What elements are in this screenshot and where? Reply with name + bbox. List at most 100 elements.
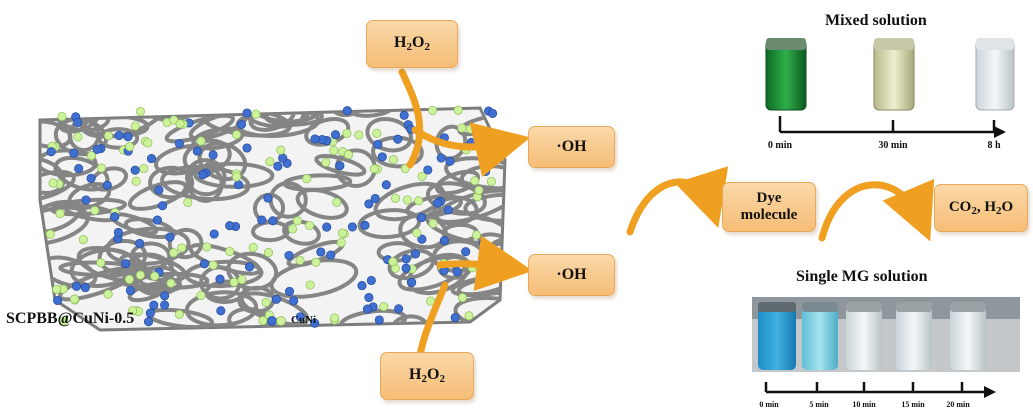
cuni-particle bbox=[192, 146, 202, 156]
cuni-particle bbox=[428, 218, 438, 229]
cuni-particle bbox=[302, 174, 312, 184]
cuni-particle bbox=[263, 193, 273, 203]
cuni-particle bbox=[59, 316, 69, 326]
cuni-particle bbox=[103, 289, 113, 299]
cuni-particle bbox=[470, 176, 480, 186]
cuni-particle bbox=[225, 246, 235, 256]
cuni-particle bbox=[445, 156, 455, 166]
cuni-particle bbox=[407, 277, 417, 287]
mixed-tick-2: 8 h bbox=[987, 140, 1001, 151]
cuni-particle bbox=[149, 300, 159, 310]
h2o2-box-top: H2O2 bbox=[366, 20, 458, 68]
legend-label: CuNi bbox=[291, 314, 317, 326]
cuni-particle bbox=[453, 105, 463, 115]
cuni-particle bbox=[401, 263, 411, 273]
cuni-particle bbox=[377, 152, 387, 162]
cuni-particle bbox=[124, 274, 134, 284]
cuni-particle bbox=[457, 293, 468, 303]
cuni-particle bbox=[86, 151, 97, 161]
cuni-particle bbox=[343, 150, 354, 160]
material-label: SCPBB@CuNi-0.5 bbox=[6, 310, 135, 327]
cuni-particle bbox=[73, 117, 83, 128]
mixed-solution-title: Mixed solution bbox=[825, 12, 927, 29]
cuni-particle bbox=[121, 259, 131, 269]
cuni-particle bbox=[289, 296, 299, 306]
cuni-particle bbox=[410, 249, 421, 259]
cuni-particle bbox=[232, 130, 242, 140]
cuni-particle bbox=[130, 165, 140, 175]
cuni-particle bbox=[248, 242, 258, 253]
cuni-particle bbox=[113, 227, 123, 237]
cuni-particle bbox=[202, 242, 212, 252]
cuni-particle bbox=[261, 297, 271, 307]
cuni-particle bbox=[251, 109, 261, 119]
cuni-particle bbox=[417, 171, 427, 181]
single-time-axis bbox=[764, 382, 996, 398]
cuni-particle bbox=[229, 277, 239, 287]
cuni-particle bbox=[174, 309, 184, 319]
cuni-particle bbox=[225, 221, 235, 231]
cuni-particle bbox=[428, 105, 438, 115]
cuni-particle bbox=[160, 300, 170, 310]
cuni-particle bbox=[479, 158, 489, 169]
cuni-particle bbox=[216, 306, 226, 316]
cuni-particle bbox=[196, 136, 206, 146]
cuni-particle bbox=[232, 172, 242, 182]
cuni-particle bbox=[169, 248, 179, 258]
cuni-particle bbox=[394, 304, 404, 314]
single-mg-photo bbox=[752, 297, 1020, 372]
cuni-particle bbox=[305, 220, 315, 231]
cuni-particle bbox=[244, 262, 255, 272]
network-pore bbox=[90, 166, 129, 192]
single-tick-1: 5 min bbox=[809, 400, 829, 409]
cuni-particle bbox=[154, 185, 164, 195]
cuni-particle bbox=[55, 209, 65, 219]
cuni-particle bbox=[265, 157, 275, 167]
cuni-particle bbox=[360, 220, 370, 230]
cuni-particle bbox=[466, 124, 476, 134]
cuni-particle bbox=[135, 106, 145, 117]
cuni-particle bbox=[110, 212, 120, 222]
cuni-particle bbox=[393, 134, 403, 144]
cuni-particle bbox=[432, 198, 443, 208]
cuni-particle bbox=[53, 295, 63, 306]
cuni-particle bbox=[71, 281, 82, 291]
cuni-particle bbox=[471, 230, 481, 240]
cuni-particle bbox=[322, 222, 332, 232]
cuni-particle bbox=[390, 193, 401, 203]
network-pore bbox=[40, 169, 76, 203]
network-pore bbox=[184, 290, 259, 328]
cuni-particle bbox=[208, 260, 218, 270]
cuni-particle bbox=[90, 205, 100, 216]
cuni-particle bbox=[354, 130, 364, 140]
cuni-particle bbox=[236, 119, 247, 129]
cuni-particle bbox=[69, 294, 79, 304]
cuni-particle bbox=[436, 153, 446, 163]
h2o2-box-bottom: H2O2 bbox=[380, 352, 474, 400]
network-pore bbox=[199, 265, 242, 301]
cuni-particle bbox=[284, 250, 294, 261]
cuni-particle bbox=[125, 285, 135, 296]
network-pore bbox=[295, 187, 349, 220]
cuni-particle bbox=[461, 247, 471, 257]
cuni-particle bbox=[271, 294, 281, 304]
cuni-particle bbox=[373, 139, 383, 149]
cuni-particle bbox=[311, 257, 321, 267]
cuni-particle bbox=[330, 130, 341, 140]
cuni-particle bbox=[123, 132, 133, 142]
network-pore bbox=[40, 148, 98, 178]
cuni-particle bbox=[52, 284, 62, 294]
cuni-particle bbox=[486, 176, 496, 187]
cuni-particle bbox=[57, 111, 67, 122]
cuni-particle bbox=[183, 197, 193, 208]
mixed-time-axis bbox=[778, 116, 1006, 138]
cuni-particle bbox=[199, 259, 209, 269]
cuni-particle bbox=[103, 131, 113, 141]
cuni-particle bbox=[81, 195, 91, 205]
cuni-particle bbox=[372, 128, 382, 138]
cuni-particle bbox=[347, 222, 357, 232]
network-pore bbox=[463, 192, 505, 223]
reaction-arrows bbox=[398, 68, 935, 359]
network-pore bbox=[97, 127, 140, 150]
